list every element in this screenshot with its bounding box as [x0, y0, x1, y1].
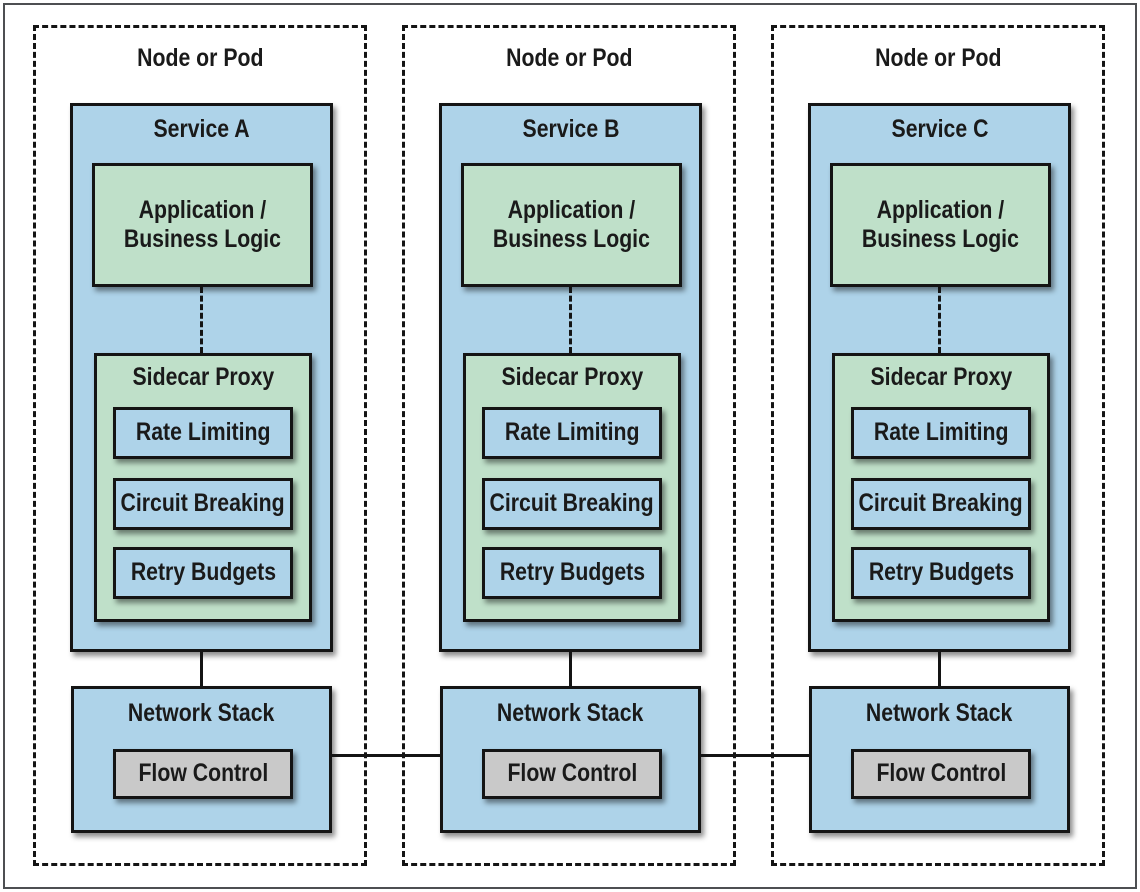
- app-to-sidecar-dashed-connector: [938, 287, 941, 353]
- network-stack-box: Network Stack Flow Control: [440, 686, 701, 833]
- application-box: Application / Business Logic: [92, 163, 313, 287]
- sidecar-proxy-title: Sidecar Proxy: [501, 363, 643, 391]
- flow-control-box: Flow Control: [482, 749, 662, 799]
- app-to-sidecar-dashed-connector: [569, 287, 572, 353]
- sidecar-proxy-box: Sidecar Proxy Rate Limiting Circuit Brea…: [463, 353, 681, 622]
- pod-label: Node or Pod: [136, 44, 264, 72]
- service-title: Service A: [153, 115, 250, 143]
- retry-budgets-box: Retry Budgets: [851, 547, 1031, 599]
- sidecar-proxy-box: Sidecar Proxy Rate Limiting Circuit Brea…: [94, 353, 312, 622]
- pod-label: Node or Pod: [874, 44, 1002, 72]
- network-stack-link-b-c: [698, 754, 810, 757]
- network-stack-title: Network Stack: [128, 699, 275, 727]
- rate-limiting-box: Rate Limiting: [113, 407, 293, 459]
- sidecar-proxy-box: Sidecar Proxy Rate Limiting Circuit Brea…: [832, 353, 1050, 622]
- application-box: Application / Business Logic: [461, 163, 682, 287]
- sidecar-proxy-title: Sidecar Proxy: [132, 363, 274, 391]
- application-label: Application / Business Logic: [861, 195, 1020, 254]
- service-box: Service C Application / Business Logic S…: [808, 103, 1071, 652]
- pod-container: Node or Pod Service A Application / Busi…: [33, 25, 367, 866]
- circuit-breaking-box: Circuit Breaking: [113, 478, 293, 530]
- pod-label: Node or Pod: [505, 44, 633, 72]
- network-stack-box: Network Stack Flow Control: [71, 686, 332, 833]
- flow-control-box: Flow Control: [851, 749, 1031, 799]
- service-to-network-connector: [200, 652, 203, 686]
- app-to-sidecar-dashed-connector: [200, 287, 203, 353]
- rate-limiting-box: Rate Limiting: [482, 407, 662, 459]
- retry-budgets-box: Retry Budgets: [482, 547, 662, 599]
- service-to-network-connector: [938, 652, 941, 686]
- network-stack-title: Network Stack: [497, 699, 644, 727]
- service-box: Service A Application / Business Logic S…: [70, 103, 333, 652]
- network-stack-box: Network Stack Flow Control: [809, 686, 1070, 833]
- rate-limiting-box: Rate Limiting: [851, 407, 1031, 459]
- network-stack-link-a-b: [330, 754, 442, 757]
- circuit-breaking-box: Circuit Breaking: [482, 478, 662, 530]
- application-box: Application / Business Logic: [830, 163, 1051, 287]
- service-title: Service B: [522, 115, 619, 143]
- service-box: Service B Application / Business Logic S…: [439, 103, 702, 652]
- retry-budgets-box: Retry Budgets: [113, 547, 293, 599]
- service-to-network-connector: [569, 652, 572, 686]
- service-title: Service C: [891, 115, 988, 143]
- network-stack-title: Network Stack: [866, 699, 1013, 727]
- application-label: Application / Business Logic: [492, 195, 651, 254]
- circuit-breaking-box: Circuit Breaking: [851, 478, 1031, 530]
- application-label: Application / Business Logic: [123, 195, 282, 254]
- flow-control-box: Flow Control: [113, 749, 293, 799]
- pod-container: Node or Pod Service C Application / Busi…: [771, 25, 1105, 866]
- sidecar-proxy-title: Sidecar Proxy: [870, 363, 1012, 391]
- pod-container: Node or Pod Service B Application / Busi…: [402, 25, 736, 866]
